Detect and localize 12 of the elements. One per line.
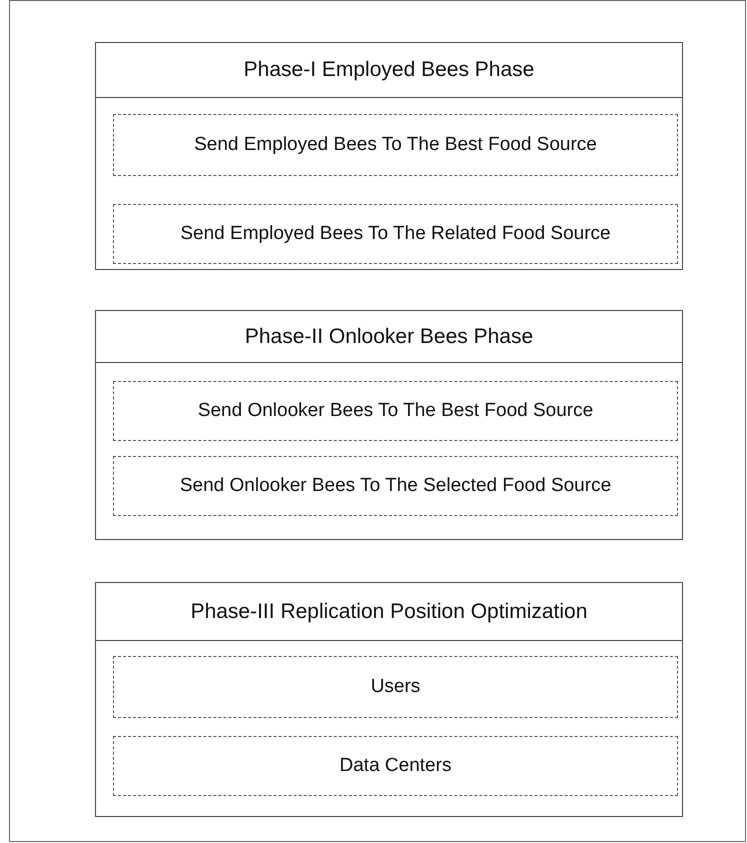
step-box: Send Onlooker Bees To The Selected Food Source xyxy=(113,456,678,516)
step-box: Send Employed Bees To The Related Food Source xyxy=(113,204,678,264)
step-box: Users xyxy=(113,656,678,718)
phase-heading: Phase-I Employed Bees Phase xyxy=(96,43,682,98)
phase-box xyxy=(95,310,683,540)
phase-heading: Phase-III Replication Position Optimization xyxy=(96,583,682,641)
step-box: Send Employed Bees To The Best Food Source xyxy=(113,114,678,176)
phase-box xyxy=(95,582,683,817)
phase-box xyxy=(95,42,683,270)
step-box: Send Onlooker Bees To The Best Food Source xyxy=(113,381,678,441)
step-box: Data Centers xyxy=(113,736,678,796)
phase-heading: Phase-II Onlooker Bees Phase xyxy=(96,311,682,363)
